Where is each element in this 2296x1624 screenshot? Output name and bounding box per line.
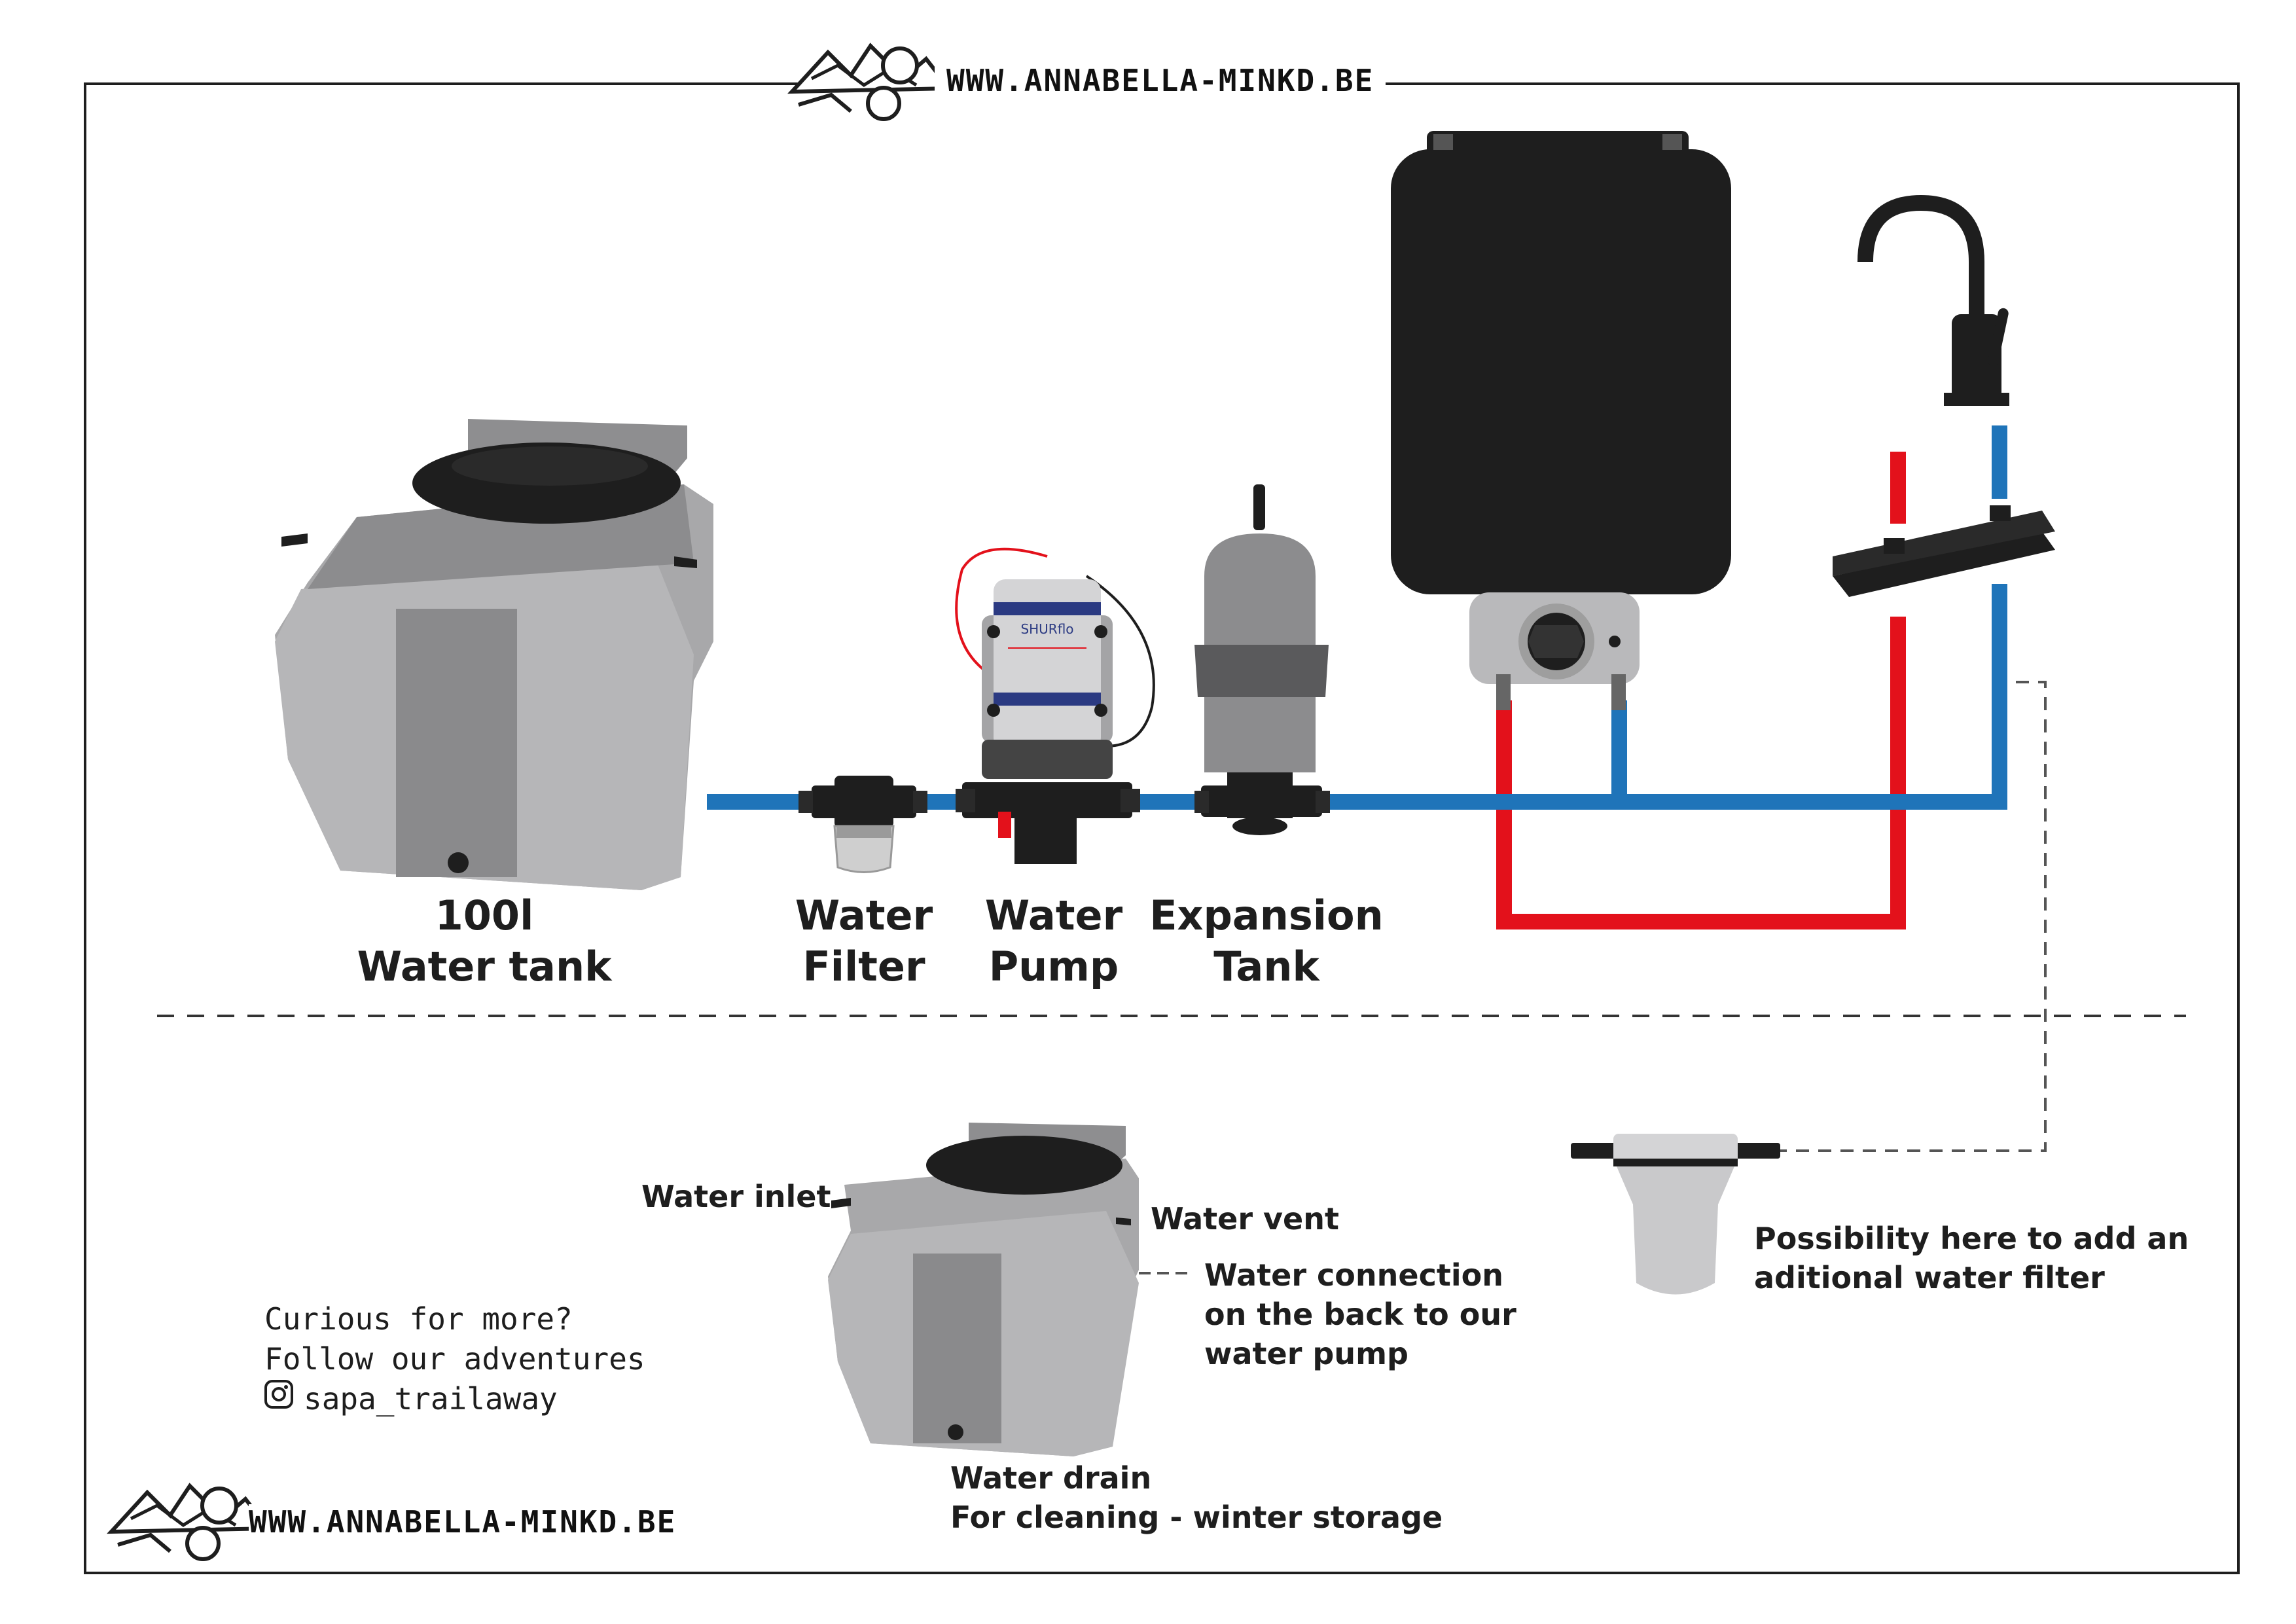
water-inlet-label: Water inlet	[641, 1179, 831, 1214]
filter-label-line2: Filter	[802, 943, 925, 990]
brand-logo-top	[787, 43, 954, 121]
optional-water-filter-icon	[1571, 1134, 1780, 1295]
connection-line2: on the back to our	[1204, 1297, 1516, 1332]
connection-line1: Water connection	[1204, 1257, 1503, 1293]
water-filter-icon	[798, 776, 927, 873]
optional-filter-connector	[1780, 681, 2047, 1152]
website-url-bottom[interactable]: WWW.ANNABELLA-MINKD.BE	[249, 1504, 677, 1540]
connection-line3: water pump	[1204, 1336, 1408, 1371]
tank-label-capacity: 100l	[435, 892, 534, 939]
mixer-valve-icon	[1833, 505, 2055, 597]
expansion-tank-icon	[1194, 484, 1330, 835]
extra-filter-note: Possibility here to add an aditional wat…	[1754, 1219, 2189, 1297]
faucet-icon	[1857, 194, 2009, 406]
extra-filter-line2: aditional water filter	[1754, 1260, 2105, 1295]
social-line1: Curious for more?	[264, 1301, 573, 1337]
water-tank-detail-icon	[828, 1123, 1139, 1456]
website-url-top: WWW.ANNABELLA-MINKD.BE	[935, 63, 1386, 98]
extra-filter-line1: Possibility here to add an	[1754, 1221, 2189, 1256]
drain-line1: Water drain	[950, 1460, 1152, 1496]
water-pump-icon: SHURflo	[955, 547, 1155, 864]
social-block: Curious for more? Follow our adventures …	[264, 1299, 645, 1419]
drain-line2: For cleaning - winter storage	[950, 1500, 1443, 1535]
expansion-tank-label: Expansion Tank	[1145, 890, 1388, 992]
cold-water-pipe	[707, 425, 2007, 810]
tank-label: 100l Water tank	[340, 890, 628, 992]
brand-logo-bottom	[107, 1483, 273, 1561]
pump-brand-text: SHURflo	[1020, 621, 1073, 637]
pump-label-line2: Pump	[988, 943, 1119, 990]
hot-water-pipe	[1496, 452, 1906, 929]
water-connection-label: Water connection on the back to our wate…	[1204, 1255, 1516, 1373]
pump-label: Water Pump	[969, 890, 1139, 992]
social-line2: Follow our adventures	[264, 1341, 645, 1377]
social-handle[interactable]: sapa_trailaway	[304, 1381, 558, 1416]
instagram-icon	[264, 1380, 293, 1409]
expansion-label-line2: Tank	[1213, 943, 1319, 990]
tank-label-name: Water tank	[357, 943, 612, 990]
water-vent-label: Water vent	[1151, 1201, 1339, 1236]
pump-label-line1: Water	[984, 892, 1123, 939]
expansion-label-line1: Expansion	[1149, 892, 1384, 939]
water-heater-icon	[1391, 131, 1731, 710]
filter-label: Water Filter	[779, 890, 949, 992]
filter-label-line1: Water	[795, 892, 933, 939]
water-drain-label: Water drain For cleaning - winter storag…	[950, 1458, 1443, 1537]
water-tank-icon	[275, 419, 713, 890]
